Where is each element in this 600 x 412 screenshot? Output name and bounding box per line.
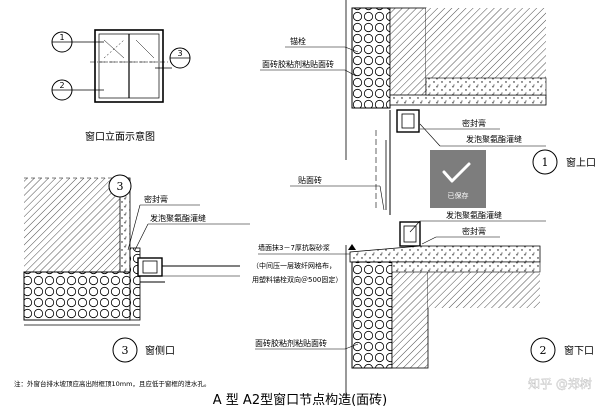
label-foam-top: 发泡聚氨酯灌缝 (466, 134, 522, 144)
svg-text:1: 1 (542, 156, 549, 169)
svg-text:3: 3 (122, 344, 129, 357)
svg-text:2: 2 (59, 81, 64, 90)
label-sealant-top: 密封膏 (462, 118, 486, 128)
caption-side: 窗侧口 (145, 344, 175, 357)
label-foam-side: 发泡聚氨酯灌缝 (150, 213, 206, 223)
caption-top: 窗上口 (566, 156, 596, 169)
section-marker-3: 3 (169, 47, 191, 69)
label-foam-bottom: 发泡聚氨酯灌缝 (446, 210, 502, 220)
footnote: 注：外窗台排水坡顶应高出附框顶10mm，且应低于窗框的泄水孔。 (14, 379, 210, 388)
svg-text:1: 1 (59, 33, 64, 42)
svg-text:3: 3 (117, 180, 124, 193)
saved-overlay: 已保存 (430, 150, 486, 208)
detail-marker-1: 1 (532, 149, 558, 175)
label-mortar-line-1: 墙面抹3－7厚抗裂砂浆 (258, 243, 330, 252)
section-marker-2: 2 (51, 79, 73, 101)
detail-marker-3-caption: 3 (112, 337, 138, 363)
svg-text:3: 3 (177, 49, 182, 58)
svg-text:2: 2 (540, 344, 547, 357)
detail-marker-3: 3 (108, 174, 132, 198)
label-mortar-line-3: 用塑料锚栓双向＠500固定） (252, 275, 342, 284)
drawing-title: A 型 A2型窗口节点构造(面砖) (213, 392, 387, 408)
saved-label: 已保存 (448, 191, 469, 200)
label-tile-adhesive-bottom: 面砖胶粘剂粘贴面砖 (255, 338, 327, 348)
detail-top-wall (345, 0, 547, 210)
label-tile: 贴面砖 (298, 175, 322, 185)
label-anchor: 锚栓 (290, 36, 306, 46)
section-marker-1: 1 (51, 31, 73, 53)
watermark: 知乎 @郑树 (528, 376, 592, 391)
label-sealant-side: 密封膏 (144, 194, 168, 204)
label-sealant-bottom: 密封膏 (462, 226, 486, 236)
label-tile-adhesive-top: 面砖胶粘剂粘贴面砖 (262, 59, 334, 69)
detail-marker-2: 2 (530, 337, 556, 363)
label-mortar-line-2: （中间压一层玻纤网格布， (252, 261, 336, 270)
checkmark-icon (442, 162, 471, 183)
elevation-caption: 窗口立面示意图 (85, 130, 155, 143)
window-elevation (70, 29, 175, 103)
caption-bottom: 窗下口 (564, 344, 594, 357)
detail-bottom-wall (345, 150, 541, 400)
detail-side-wall (23, 177, 240, 326)
